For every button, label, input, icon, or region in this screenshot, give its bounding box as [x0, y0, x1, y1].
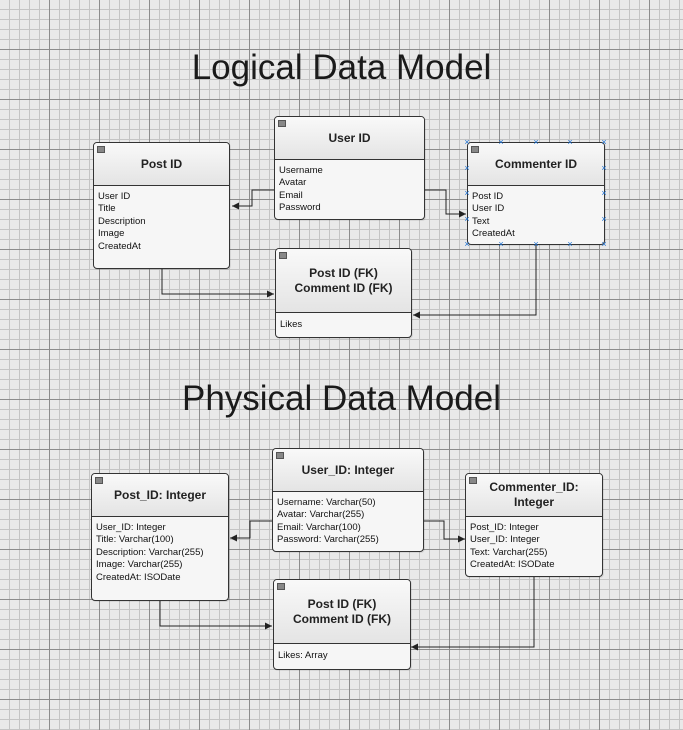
connector-user-to-post — [232, 189, 275, 210]
field: Text — [472, 215, 490, 227]
selection-handle[interactable]: × — [498, 239, 504, 249]
selection-handle[interactable]: × — [601, 188, 607, 198]
selection-handle[interactable]: × — [464, 214, 470, 224]
entity-title: User_ID: Integer — [301, 462, 395, 477]
entity-header: Post ID — [94, 143, 229, 186]
selection-handle[interactable]: × — [464, 239, 470, 249]
entity-title-line1: Post ID (FK) — [309, 265, 378, 280]
entity-fields: Post_ID: Integer User_ID: Integer Text: … — [466, 517, 602, 572]
connector-commenter-to-likes — [413, 244, 537, 319]
selection-handle[interactable]: × — [464, 137, 470, 147]
entity-title: Commenter ID — [494, 156, 577, 171]
entity-title: Post ID — [140, 156, 183, 171]
physical-commenter-entity[interactable]: Commenter_ID: Integer Post_ID: Integer U… — [465, 473, 603, 577]
connector-post-to-likes-physical — [159, 600, 272, 630]
entity-title-line2: Comment ID (FK) — [294, 280, 393, 295]
field: Image: Varchar(255) — [96, 559, 183, 571]
entity-icon — [277, 583, 285, 590]
entity-icon — [276, 452, 284, 459]
entity-title: Post_ID: Integer — [113, 487, 206, 502]
field: Post_ID: Integer — [470, 522, 539, 533]
selection-handle[interactable]: × — [567, 239, 573, 249]
logical-commenter-entity[interactable]: Commenter ID Post ID User ID Text Create… — [467, 142, 605, 245]
physical-model-title: Physical Data Model — [181, 379, 502, 418]
selection-handle[interactable]: × — [601, 239, 607, 249]
entity-fields: Post ID User ID Text CreatedAt — [468, 186, 604, 241]
field: Username: Varchar(50) — [277, 497, 376, 508]
field: Email — [279, 189, 303, 201]
entity-header: Post ID (FK) Comment ID (FK) — [276, 249, 411, 313]
selection-handle[interactable]: × — [567, 137, 573, 147]
entity-fields: Likes: Array — [274, 644, 410, 663]
entity-icon — [469, 477, 477, 484]
entity-title: User ID — [328, 130, 371, 145]
field: Image — [98, 228, 125, 240]
connector-user-to-commenter — [424, 189, 466, 218]
entity-fields: Likes — [276, 313, 411, 332]
selection-handle[interactable]: × — [601, 163, 607, 173]
connector-user-to-commenter-physical — [423, 520, 465, 543]
entity-icon — [279, 252, 287, 259]
entity-header: Commenter_ID: Integer — [466, 474, 602, 517]
field: Password — [279, 202, 321, 214]
field: CreatedAt: ISODate — [470, 559, 555, 571]
entity-fields: User ID Title Description Image CreatedA… — [94, 186, 229, 254]
entity-title-line1: Post ID (FK) — [307, 596, 377, 611]
physical-likes-entity[interactable]: Post ID (FK) Comment ID (FK) Likes: Arra… — [273, 579, 411, 670]
field: Description — [98, 215, 146, 227]
connector-user-to-post-physical — [230, 520, 273, 542]
field: Description: Varchar(255) — [96, 546, 204, 558]
field: Likes: Array — [278, 650, 328, 661]
field: CreatedAt — [98, 240, 141, 252]
entity-header: User_ID: Integer — [273, 449, 423, 492]
entity-icon — [97, 146, 105, 153]
entity-fields: User_ID: Integer Title: Varchar(100) Des… — [92, 517, 228, 585]
physical-post-entity[interactable]: Post_ID: Integer User_ID: Integer Title:… — [91, 473, 229, 601]
selection-handle[interactable]: × — [464, 163, 470, 173]
entity-header: Post ID (FK) Comment ID (FK) — [274, 580, 410, 644]
field: User_ID: Integer — [470, 534, 540, 546]
entity-icon — [95, 477, 103, 484]
field: Title — [98, 203, 116, 215]
selection-handle[interactable]: × — [601, 137, 607, 147]
entity-header: Post_ID: Integer — [92, 474, 228, 517]
field: Post ID — [472, 191, 504, 202]
field: Likes — [280, 319, 303, 330]
selection-handle[interactable]: × — [533, 137, 539, 147]
selection-handle[interactable]: × — [601, 214, 607, 224]
selection-handle[interactable]: × — [464, 188, 470, 198]
entity-icon — [471, 146, 479, 153]
selection-handle[interactable]: × — [498, 137, 504, 147]
logical-post-entity[interactable]: Post ID User ID Title Description Image … — [93, 142, 230, 269]
selection-handle[interactable]: × — [533, 239, 539, 249]
entity-title-line2: Comment ID (FK) — [293, 611, 391, 626]
entity-icon — [278, 120, 286, 127]
field: Username — [279, 165, 323, 176]
field: Text: Varchar(255) — [470, 546, 548, 558]
logical-likes-entity[interactable]: Post ID (FK) Comment ID (FK) Likes — [275, 248, 412, 338]
field: User_ID: Integer — [96, 522, 166, 533]
field: Avatar: Varchar(255) — [277, 509, 365, 521]
entity-header: Commenter ID — [468, 143, 604, 186]
field: User ID — [98, 191, 131, 202]
entity-header: User ID — [275, 117, 424, 160]
physical-user-entity[interactable]: User_ID: Integer Username: Varchar(50) A… — [272, 448, 424, 552]
entity-title: Commenter_ID: Integer — [489, 480, 579, 509]
logical-model-title: Logical Data Model — [191, 48, 492, 87]
field: Password: Varchar(255) — [277, 534, 379, 546]
logical-user-entity[interactable]: User ID Username Avatar Email Password — [274, 116, 425, 220]
connector-commenter-to-likes-physical — [411, 576, 535, 651]
field: CreatedAt — [472, 228, 515, 240]
field: Email: Varchar(100) — [277, 521, 361, 533]
field: Title: Varchar(100) — [96, 534, 174, 546]
field: User ID — [472, 203, 505, 215]
connector-post-to-likes — [161, 268, 274, 298]
entity-fields: Username: Varchar(50) Avatar: Varchar(25… — [273, 492, 423, 547]
field: CreatedAt: ISODate — [96, 571, 181, 583]
entity-fields: Username Avatar Email Password — [275, 160, 424, 215]
field: Avatar — [279, 177, 307, 189]
